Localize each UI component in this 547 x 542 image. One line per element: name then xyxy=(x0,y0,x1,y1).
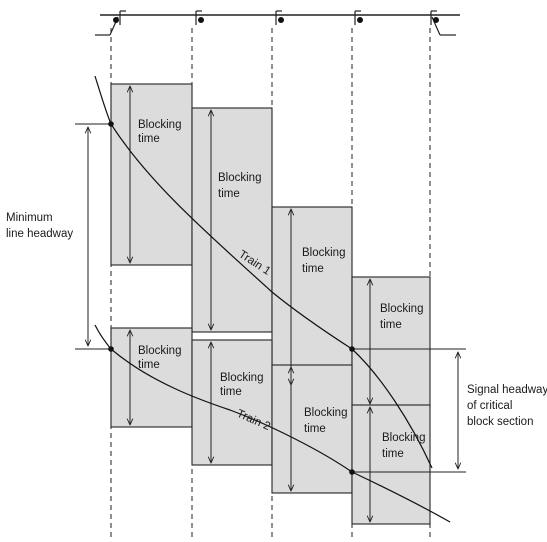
signal-headway-label: of critical xyxy=(467,400,512,412)
track-line xyxy=(95,14,460,36)
blocking-time-box: Blocking time xyxy=(191,107,273,333)
blocking-time-box: Blocking time xyxy=(351,276,431,407)
blocking-time-label: time xyxy=(382,448,404,460)
min-headway-label: line headway xyxy=(6,228,73,240)
blocking-time-label: Blocking xyxy=(220,372,263,384)
signal-headway-annotation: Signal headway of critical block section xyxy=(458,352,547,469)
train-paths xyxy=(94,75,451,523)
signal-icon xyxy=(195,10,204,25)
blocking-time-label: time xyxy=(304,423,326,435)
blocking-duration-arrows xyxy=(130,86,370,522)
reference-lines xyxy=(75,123,466,473)
train1-point xyxy=(108,121,114,127)
blocking-time-box: Blocking time xyxy=(271,206,353,388)
blocking-time-box: Blocking time xyxy=(110,327,193,428)
train1-point xyxy=(349,346,355,352)
blocking-time-box: Blocking time xyxy=(271,364,353,494)
signal-headway-label: block section xyxy=(467,416,533,428)
train2-point xyxy=(108,346,114,352)
blocking-time-label: Blocking xyxy=(138,119,181,131)
blocking-time-label: time xyxy=(380,319,402,331)
blocking-time-label: time xyxy=(218,188,240,200)
blocking-time-label: time xyxy=(138,133,160,145)
blocking-time-box: Blocking time xyxy=(351,404,431,525)
blocking-time-label: Blocking xyxy=(218,172,261,184)
signal-icon xyxy=(113,10,126,25)
signal-icon xyxy=(354,10,363,25)
blocking-time-box: Blocking time xyxy=(110,83,193,266)
train2-point xyxy=(349,469,355,475)
blocking-time-label: time xyxy=(220,386,242,398)
signal-icon xyxy=(430,10,439,25)
blocking-time-label: Blocking xyxy=(304,407,347,419)
blocking-time-label: Blocking xyxy=(302,247,345,259)
minimum-line-headway-annotation: Minimum line headway xyxy=(6,127,88,346)
signal-icons xyxy=(113,10,439,25)
signal-icon xyxy=(275,10,284,25)
signal-headway-label: Signal headway xyxy=(467,384,547,396)
min-headway-label: Minimum xyxy=(6,212,53,224)
blocking-time-label: time xyxy=(138,359,160,371)
blocking-time-boxes: Blocking time Blocking time Blocking tim… xyxy=(110,83,431,525)
blocking-time-box: Blocking time xyxy=(191,339,273,466)
blocking-time-label: Blocking xyxy=(382,432,425,444)
blocking-time-label: time xyxy=(302,263,324,275)
blocking-time-label: Blocking xyxy=(138,345,181,357)
blocking-time-label: Blocking xyxy=(380,303,423,315)
